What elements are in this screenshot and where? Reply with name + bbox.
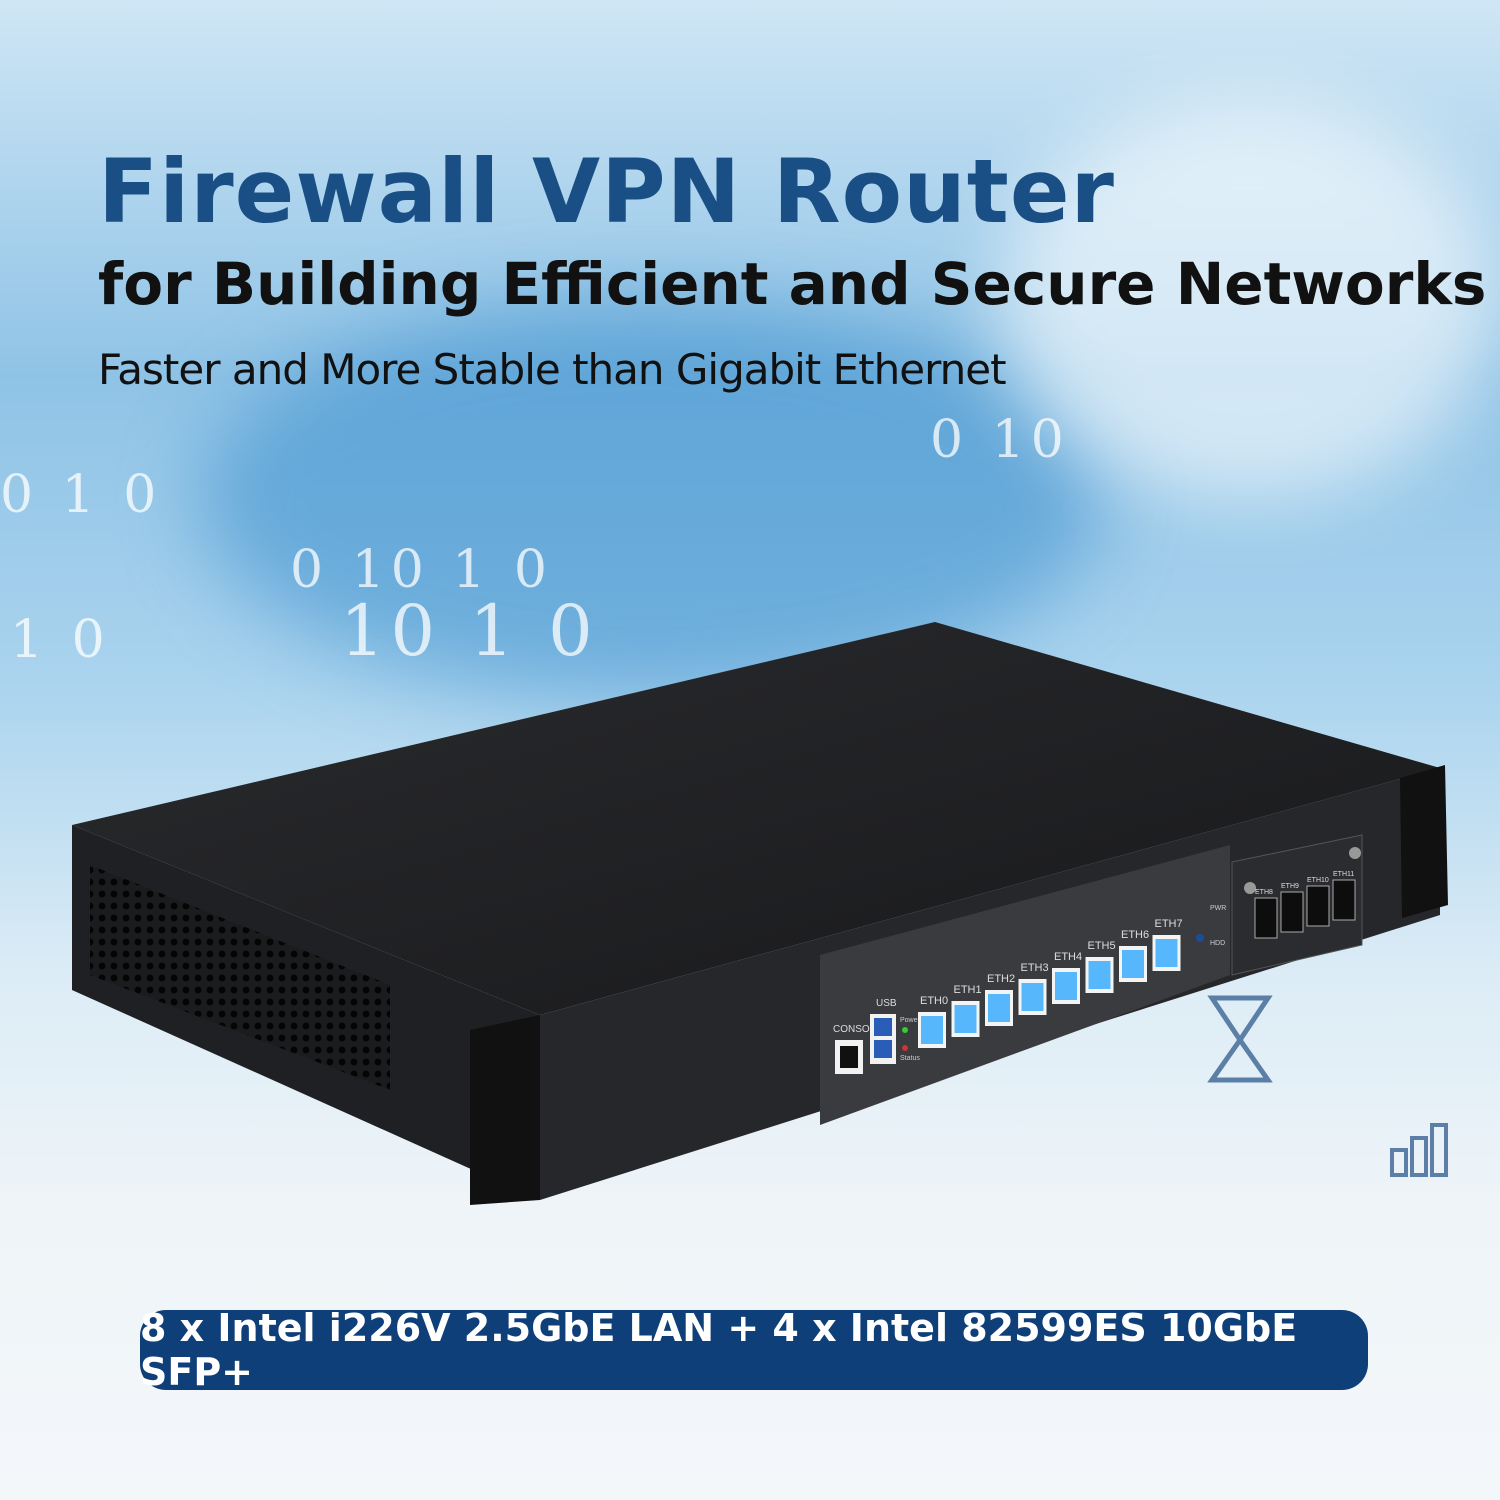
- rack-ear-right: [1400, 765, 1448, 918]
- usb-socket: [874, 1018, 892, 1036]
- status-hourglass-icon: [1207, 995, 1273, 1083]
- sfp-port-label: ETH10: [1307, 877, 1329, 884]
- console-port-socket: [840, 1046, 858, 1068]
- sfp-port-label: ETH11: [1333, 871, 1354, 878]
- status-led: [902, 1045, 908, 1051]
- rack-ear-left: [470, 1015, 540, 1205]
- device-top: [72, 622, 1440, 1015]
- lan-port-eth7[interactable]: ETH7: [1152, 918, 1183, 971]
- lan-port-eth4[interactable]: ETH4: [1052, 951, 1082, 1004]
- sfp-port-eth8[interactable]: [1254, 897, 1278, 939]
- power-led: [902, 1027, 908, 1033]
- page-title: Firewall VPN Router: [98, 140, 1115, 243]
- sfp-port-eth9[interactable]: [1280, 891, 1304, 933]
- thumbscrew-icon: [1244, 882, 1256, 894]
- sfp-port-eth10[interactable]: [1306, 885, 1330, 927]
- thumbscrew-icon: [1349, 847, 1361, 859]
- lan-port-eth5[interactable]: ETH5: [1085, 940, 1116, 993]
- lan-port-eth1[interactable]: ETH1: [951, 984, 982, 1037]
- lan-port-label: ETH5: [1088, 940, 1116, 952]
- side-vents: [90, 865, 390, 1090]
- bar-chart-icon: [1390, 1123, 1448, 1177]
- lan-port-eth0[interactable]: ETH0: [918, 995, 948, 1048]
- hdd-led: [1196, 934, 1204, 942]
- pwr-label: PWR: [1210, 905, 1226, 912]
- lan-port-label: ETH7: [1155, 918, 1183, 930]
- background-digits: 0 1 0: [0, 465, 163, 525]
- spec-banner: 8 x Intel i226V 2.5GbE LAN + 4 x Intel 8…: [140, 1306, 1368, 1394]
- status-label: Status: [900, 1055, 920, 1062]
- usb-label: USB: [876, 998, 897, 1009]
- sfp-port-eth11[interactable]: [1332, 879, 1356, 921]
- lan-port-label: ETH6: [1121, 929, 1149, 941]
- background-digits: 0 10: [930, 410, 1070, 470]
- lan-port-label: ETH1: [954, 984, 982, 996]
- tagline: Faster and More Stable than Gigabit Ethe…: [98, 345, 1007, 394]
- lan-port-label: ETH4: [1054, 951, 1082, 963]
- spec-banner-text: 8 x Intel i226V 2.5GbE LAN + 4 x Intel 8…: [140, 1306, 1298, 1394]
- lan-port-label: ETH3: [1021, 962, 1049, 974]
- background-glow: [1000, 100, 1500, 500]
- sfp-port-label: ETH9: [1281, 883, 1299, 890]
- lan-port-eth3[interactable]: ETH3: [1018, 962, 1049, 1015]
- background-digits: 1 0: [10, 610, 111, 670]
- power-label: Power: [900, 1017, 921, 1024]
- background-digits: 10 1 0: [340, 590, 599, 672]
- sfp-port-label: ETH8: [1255, 889, 1273, 896]
- lan-port-label: ETH0: [920, 995, 948, 1007]
- lan-port-eth2[interactable]: ETH2: [985, 973, 1015, 1026]
- hdd-label: HDD: [1210, 940, 1225, 947]
- console-label: CONSOLE: [833, 1024, 882, 1035]
- subtitle: for Building Efficient and Secure Networ…: [98, 250, 1487, 318]
- background-digits: 0 10 1 0: [290, 540, 554, 600]
- lan-port-label: ETH2: [987, 973, 1015, 985]
- usb-socket: [874, 1040, 892, 1058]
- lan-port-eth6[interactable]: ETH6: [1119, 929, 1149, 982]
